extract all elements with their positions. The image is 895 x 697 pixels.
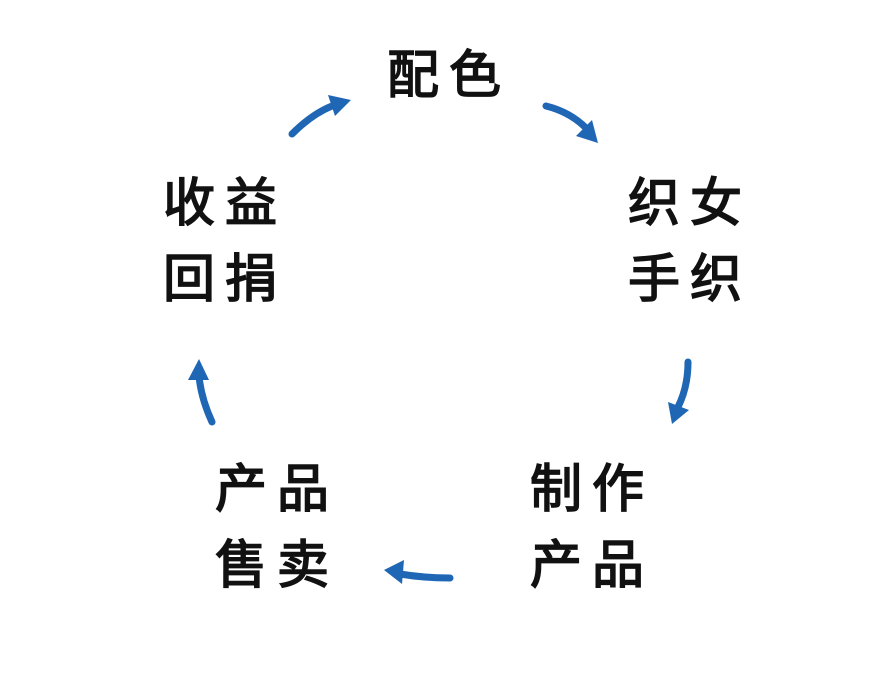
node-label-line: 产品 xyxy=(530,536,655,596)
node-label-line: 售卖 xyxy=(215,536,340,596)
node-label-line: 织女 xyxy=(628,174,753,234)
node-color-matching: 配色 xyxy=(387,38,511,114)
arrow-income-donation-to-color-matching xyxy=(288,95,351,138)
node-weaving: 织女 手织 xyxy=(628,166,752,318)
arrow-making-products-to-product-sales xyxy=(384,560,454,584)
arrow-weaving-to-making-products xyxy=(668,358,692,424)
node-label-line: 回捐 xyxy=(163,250,288,310)
node-income-donation: 收益 回捐 xyxy=(163,166,287,318)
arrow-color-matching-to-weaving xyxy=(542,102,598,143)
node-product-sales: 产品 售卖 xyxy=(215,452,339,604)
node-label-line: 产品 xyxy=(215,460,340,520)
node-label-line: 手织 xyxy=(628,250,753,310)
node-label-line: 收益 xyxy=(163,174,288,234)
node-label-line: 配色 xyxy=(387,46,512,106)
node-making-products: 制作 产品 xyxy=(530,452,654,604)
arrow-product-sales-to-income-donation xyxy=(188,359,216,426)
node-label-line: 制作 xyxy=(530,460,655,520)
